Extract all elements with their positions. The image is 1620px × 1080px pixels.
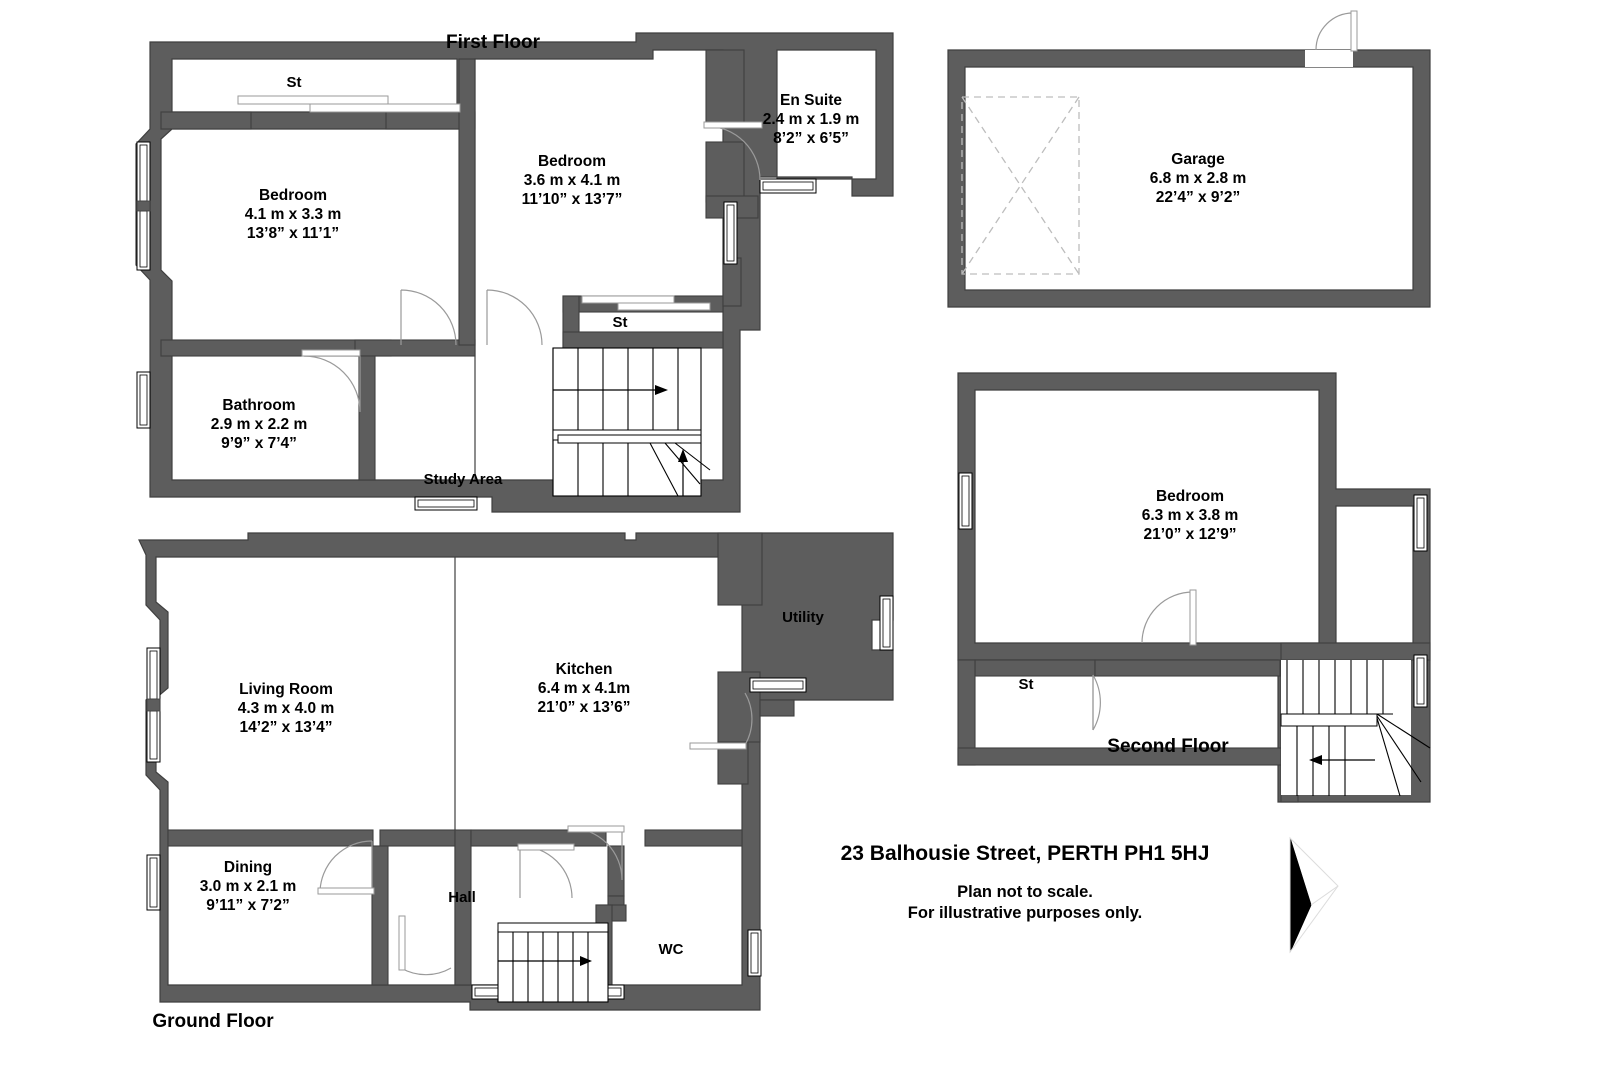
first-floor-doors <box>301 121 763 413</box>
bedroom-1-imperial: 13’8” x 11’1” <box>246 225 340 242</box>
kitchen-imperial: 21’0” x 13’6” <box>537 699 631 716</box>
dining-metric: 3.0 m x 2.1 m <box>199 878 297 895</box>
st-label-stair: St <box>612 314 628 331</box>
second-floor-bedroom-name: Bedroom <box>1155 488 1225 505</box>
kitchen-name: Kitchen <box>555 661 613 678</box>
bedroom-1-metric: 4.1 m x 3.3 m <box>244 206 342 223</box>
second-floor-windows <box>958 472 1428 708</box>
living-room-name: Living Room <box>239 681 333 698</box>
ground-floor-partitions <box>167 532 795 986</box>
wc-name: WC <box>658 941 684 958</box>
garage-name: Garage <box>1171 151 1225 168</box>
second-floor-title: Second Floor <box>1107 736 1229 757</box>
north-arrow-icon <box>1289 836 1339 954</box>
dining-name: Dining <box>223 859 273 876</box>
living-room-metric: 4.3 m x 4.0 m <box>237 700 335 717</box>
ground-floor-staircase <box>497 922 609 1003</box>
living-room-imperial: 14’2” x 13’4” <box>239 719 333 736</box>
en-suite-imperial: 8’2” x 6’5” <box>773 130 849 147</box>
en-suite-name: En Suite <box>779 92 843 109</box>
second-floor-bedroom-metric: 6.3 m x 3.8 m <box>1141 507 1239 524</box>
bedroom-2-name: Bedroom <box>537 153 607 170</box>
utility-name: Utility <box>782 609 824 626</box>
disclaimer-line-1: Plan not to scale. <box>957 883 1093 901</box>
second-floor-bedroom-imperial: 21’0” x 12’9” <box>1143 526 1237 543</box>
bathroom-metric: 2.9 m x 2.2 m <box>210 416 308 433</box>
ground-floor-title: Ground Floor <box>152 1011 274 1032</box>
second-floor-staircase <box>1280 660 1431 797</box>
st-label-second-floor: St <box>1018 676 1034 693</box>
bathroom-name: Bathroom <box>222 397 296 414</box>
first-floor-windows <box>136 95 817 511</box>
bedroom-1-name: Bedroom <box>258 187 328 204</box>
garage-door-opening <box>1305 50 1353 67</box>
kitchen-metric: 6.4 m x 4.1m <box>537 680 631 697</box>
garage-vehicle-cross-icon <box>961 96 1080 275</box>
second-floor-doors <box>1092 589 1197 731</box>
st-label-first-floor: St <box>286 74 302 91</box>
bedroom-2-imperial: 11’10” x 13’7” <box>521 191 623 208</box>
bedroom-2-metric: 3.6 m x 4.1 m <box>523 172 621 189</box>
study-area-label: Study Area <box>423 471 503 488</box>
garage-group <box>947 10 1431 308</box>
garage-walls <box>947 49 1431 308</box>
first-floor-title: First Floor <box>446 32 540 53</box>
property-address: 23 Balhousie Street, PERTH PH1 5HJ <box>840 842 1210 865</box>
garage-door-swing <box>1315 12 1354 51</box>
disclaimer-line-2: For illustrative purposes only. <box>907 904 1143 922</box>
first-floor-staircase <box>552 347 711 497</box>
garage-metric: 6.8 m x 2.8 m <box>1149 170 1247 187</box>
ground-floor-doors <box>317 692 753 976</box>
dining-imperial: 9’11” x 7’2” <box>206 897 290 914</box>
hall-name: Hall <box>448 889 476 906</box>
garage-imperial: 22’4” x 9’2” <box>1155 189 1241 206</box>
bathroom-imperial: 9’9” x 7’4” <box>221 435 297 452</box>
en-suite-metric: 2.4 m x 1.9 m <box>762 111 860 128</box>
